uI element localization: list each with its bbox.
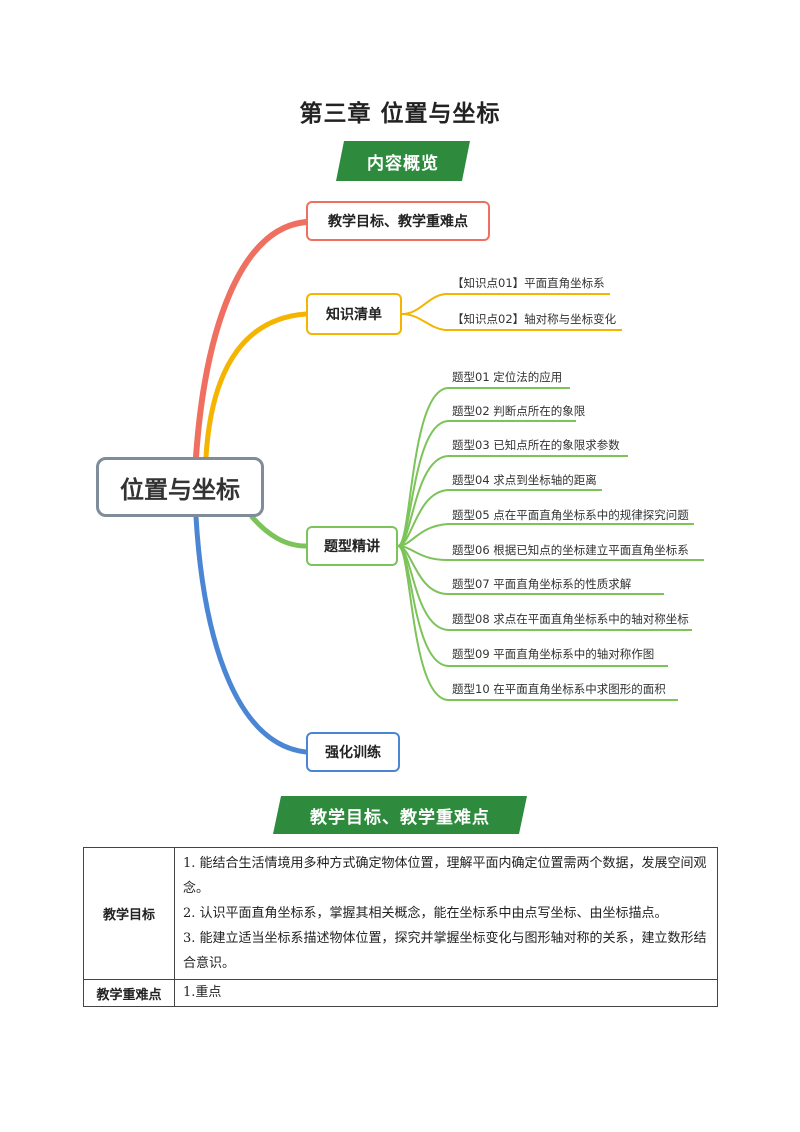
overview-banner-label: 内容概览 xyxy=(367,153,439,174)
mindmap-root: 位置与坐标 xyxy=(96,457,264,517)
goal-item: 3. 能建立适当坐标系描述物体位置，探究并掌握坐标变化与图形轴对称的关系，建立数… xyxy=(183,931,707,971)
type-item: 题型04 求点到坐标轴的距离 xyxy=(452,473,597,487)
leaf-connector-t5 xyxy=(397,523,694,547)
type-item: 题型03 已知点所在的象限求参数 xyxy=(452,438,620,452)
branch-node-goals: 教学目标、教学重难点 xyxy=(306,201,490,241)
type-item: 题型05 点在平面直角坐标系中的规律探究问题 xyxy=(452,508,689,522)
table-row: 教学重难点 1.重点 xyxy=(83,979,718,1007)
table-row: 教学目标 1. 能结合生活情境用多种方式确定物体位置，理解平面内确定位置需两个数… xyxy=(83,847,718,980)
row-head-keypoints: 教学重难点 xyxy=(83,979,175,1007)
leaf-connector-k2 xyxy=(401,313,622,331)
overview-banner: 内容概览 xyxy=(336,141,470,181)
branch-node-training: 强化训练 xyxy=(306,732,400,772)
type-item: 题型02 判断点所在的象限 xyxy=(452,404,586,418)
branch-connector-types xyxy=(249,514,309,549)
goals-banner-label: 教学目标、教学重难点 xyxy=(310,807,490,828)
knowledge-item: 【知识点02】轴对称与坐标变化 xyxy=(452,312,617,326)
goal-item: 1. 能结合生活情境用多种方式确定物体位置，理解平面内确定位置需两个数据，发展空… xyxy=(183,856,707,896)
leaf-connector-t10 xyxy=(397,545,678,701)
branch-connector-training xyxy=(193,514,309,755)
type-item: 题型08 求点在平面直角坐标系中的轴对称坐标 xyxy=(452,612,689,626)
leaf-connector-k1 xyxy=(401,293,610,315)
row-head-goals: 教学目标 xyxy=(83,847,175,980)
type-item: 题型01 定位法的应用 xyxy=(452,370,563,384)
goal-item: 2. 认识平面直角坐标系，掌握其相关概念，能在坐标系中由点写坐标、由坐标描点。 xyxy=(183,906,668,921)
chapter-title: 第三章 位置与坐标 xyxy=(299,100,501,127)
type-item: 题型10 在平面直角坐标系中求图形的面积 xyxy=(452,682,666,696)
leaf-connector-t3 xyxy=(397,455,628,547)
banner-shape xyxy=(336,141,470,181)
type-item: 题型09 平面直角坐标系中的轴对称作图 xyxy=(452,647,655,661)
branch-connector-knowledge xyxy=(203,311,309,460)
goals-table: 教学目标 1. 能结合生活情境用多种方式确定物体位置，理解平面内确定位置需两个数… xyxy=(83,847,718,1007)
mindmap-connectors xyxy=(193,219,704,755)
type-item: 题型06 根据已知点的坐标建立平面直角坐标系 xyxy=(452,543,689,557)
goals-cell: 1. 能结合生活情境用多种方式确定物体位置，理解平面内确定位置需两个数据，发展空… xyxy=(174,847,718,980)
branch-connector-goals xyxy=(193,219,309,460)
banner-shape xyxy=(273,796,527,834)
knowledge-item: 【知识点01】平面直角坐标系 xyxy=(452,276,605,290)
leaf-connector-t4 xyxy=(397,489,602,547)
goals-banner: 教学目标、教学重难点 xyxy=(273,796,527,834)
keypoints-cell: 1.重点 xyxy=(174,979,718,1007)
type-item: 题型07 平面直角坐标系的性质求解 xyxy=(452,577,632,591)
branch-node-knowledge: 知识清单 xyxy=(306,293,402,335)
branch-node-types: 题型精讲 xyxy=(306,526,398,566)
